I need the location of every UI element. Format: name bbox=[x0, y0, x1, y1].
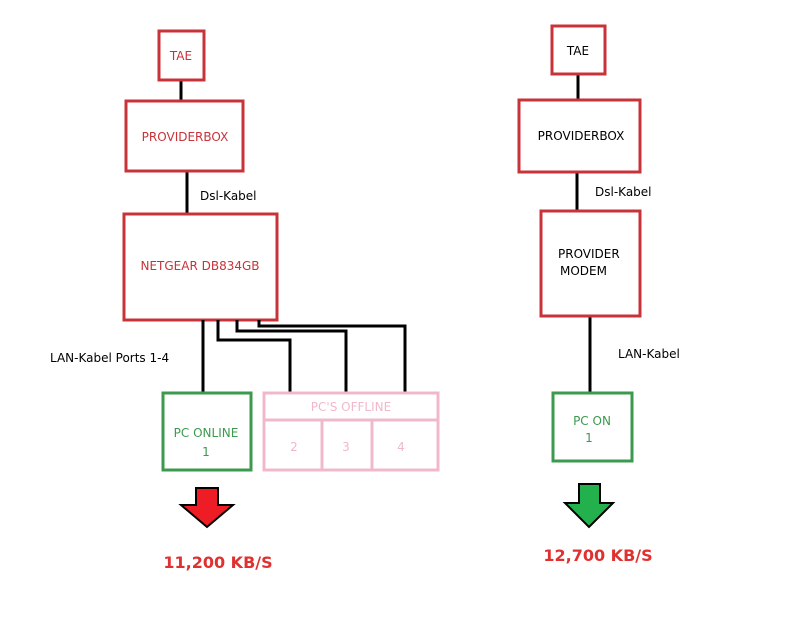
pcs-offline-title: PC'S OFFLINE bbox=[311, 400, 391, 414]
modem-label-line2: MODEM bbox=[560, 264, 607, 278]
tae-box bbox=[157, 29, 206, 82]
lan-cable-label: LAN-Kabel bbox=[618, 347, 680, 361]
pc-on-number: 1 bbox=[585, 431, 593, 445]
providerbox-label: PROVIDERBOX bbox=[538, 129, 625, 143]
down-arrow-icon-green bbox=[562, 483, 616, 529]
pc-online-title: PC ONLINE bbox=[174, 426, 239, 440]
dsl-cable-label: Dsl-Kabel bbox=[595, 185, 652, 199]
tae-label: TAE bbox=[169, 49, 192, 63]
provider-modem-box bbox=[539, 209, 642, 318]
lan-cable-port-2 bbox=[216, 320, 292, 393]
pc-on-box bbox=[551, 391, 634, 463]
down-arrow-icon-red bbox=[178, 487, 236, 529]
pc-online-box bbox=[161, 391, 253, 472]
offline-port-2: 2 bbox=[290, 440, 298, 454]
offline-port-3: 3 bbox=[342, 440, 350, 454]
modem-label-line1: PROVIDER bbox=[558, 247, 620, 261]
tae-label: TAE bbox=[566, 44, 589, 58]
left-speed: 11,200 KB/S bbox=[163, 553, 272, 572]
router-label: NETGEAR DB834GB bbox=[140, 259, 259, 273]
providerbox bbox=[124, 99, 245, 173]
left-setup: TAE PROVIDERBOX Dsl-Kabel NETGEAR DB834G… bbox=[50, 29, 440, 572]
lan-cable-port-4 bbox=[257, 320, 407, 393]
right-speed: 12,700 KB/S bbox=[543, 546, 652, 565]
dsl-cable-label: Dsl-Kabel bbox=[200, 189, 257, 203]
pc-online-number: 1 bbox=[202, 445, 210, 459]
tae-box bbox=[550, 24, 607, 76]
right-setup: TAE PROVIDERBOX Dsl-Kabel PROVIDER MODEM… bbox=[517, 24, 680, 565]
lan-cable-port-3 bbox=[235, 320, 348, 393]
providerbox bbox=[517, 98, 642, 174]
offline-port-4: 4 bbox=[397, 440, 405, 454]
providerbox-label: PROVIDERBOX bbox=[142, 130, 229, 144]
lan-cable-label: LAN-Kabel Ports 1-4 bbox=[50, 351, 169, 365]
pcs-offline-box: PC'S OFFLINE 2 3 4 bbox=[262, 391, 440, 472]
router-box bbox=[122, 212, 279, 322]
pc-on-title: PC ON bbox=[573, 414, 611, 428]
